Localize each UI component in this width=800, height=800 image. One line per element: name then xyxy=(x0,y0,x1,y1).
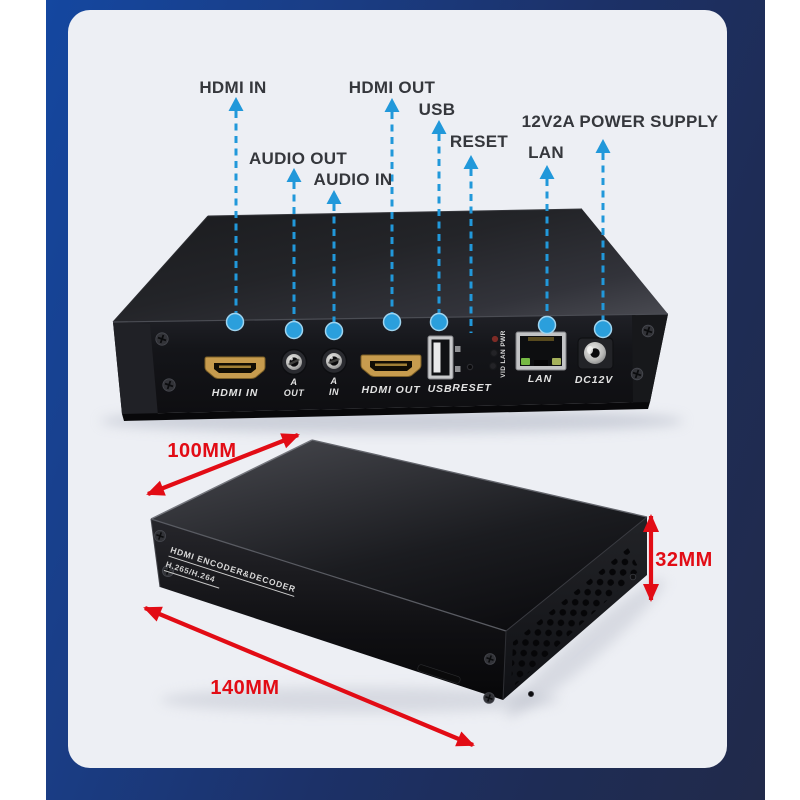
port-marker-dot xyxy=(537,315,557,335)
hdmi-in-port xyxy=(204,356,266,379)
callout-label-power: 12V2A POWER SUPPLY xyxy=(522,112,719,131)
screw-icon xyxy=(484,653,496,665)
arrow-up-icon xyxy=(431,120,447,134)
panel-label-reset: RESET xyxy=(452,382,492,394)
panel-label-a-out-top: A xyxy=(290,377,298,387)
arrow-up-icon xyxy=(384,98,400,112)
panel-label-hdmi-in: HDMI IN xyxy=(212,387,259,399)
port-marker-dot xyxy=(324,321,344,341)
panel-label-lan: LAN xyxy=(528,373,552,385)
callout-label-audio-out: AUDIO OUT xyxy=(249,149,347,168)
panel-label-a-out: OUT xyxy=(284,388,306,398)
panel-label-leds: VID LAN PWR xyxy=(500,330,507,377)
callout-label-hdmi-out: HDMI OUT xyxy=(349,78,436,97)
callout-label-hdmi-in: HDMI IN xyxy=(199,78,266,97)
dimension-label-width: 100MM xyxy=(167,440,236,462)
port-marker-dot xyxy=(284,320,304,340)
screw-hole xyxy=(528,691,535,698)
screw-icon xyxy=(641,324,655,338)
lan-port xyxy=(515,331,567,371)
screw-hole xyxy=(629,573,637,581)
dimension-arrow-width xyxy=(146,433,300,496)
edge-highlight xyxy=(502,630,507,701)
panel-label-a-in-top: A xyxy=(330,376,338,386)
dimension-arrows xyxy=(143,433,659,747)
callout-dots xyxy=(225,312,613,341)
callout-label-usb: USB xyxy=(419,100,456,119)
reset-pinhole xyxy=(466,363,474,371)
port-marker-dot xyxy=(593,319,613,339)
screw-icon xyxy=(155,332,169,346)
arrow-up-icon xyxy=(286,168,302,182)
audio-in-jack xyxy=(320,347,348,375)
panel-label-dc12v: DC12V xyxy=(575,374,613,386)
dimension-arrow-depth xyxy=(143,606,475,747)
callout-arrowheads xyxy=(228,97,611,204)
callout-label-audio-in: AUDIO IN xyxy=(314,170,393,189)
arrow-up-icon xyxy=(463,155,479,169)
dimension-label-height: 32MM xyxy=(655,549,713,571)
hdmi-out-port xyxy=(360,354,422,377)
arrow-up-icon xyxy=(326,190,342,204)
edge-highlight xyxy=(150,518,161,588)
bottom-lip xyxy=(122,402,650,421)
underline xyxy=(163,569,220,589)
port-marker-dot xyxy=(225,312,245,332)
callout-label-lan: LAN xyxy=(528,143,564,162)
panel-label-usb: USB xyxy=(428,383,453,395)
audio-out-jack xyxy=(280,348,308,376)
edge-highlight xyxy=(505,516,648,632)
port-marker-dot xyxy=(382,312,402,332)
screw-icon xyxy=(162,378,176,392)
device-shadow xyxy=(505,578,665,718)
panel-label-a-in: IN xyxy=(329,387,339,397)
status-leds xyxy=(488,334,500,371)
edge-highlight xyxy=(311,439,648,518)
device-rear-view: HDMI IN A OUT A IN HDMI OUT USB RESET VI… xyxy=(100,208,684,433)
panel-label-hdmi-out: HDMI OUT xyxy=(361,384,421,396)
underline xyxy=(168,555,295,597)
arrow-up-icon xyxy=(539,165,555,179)
screw-icon xyxy=(162,565,174,577)
port-marker-dot xyxy=(429,312,449,332)
dimension-label-depth: 140MM xyxy=(210,677,279,699)
arrow-up-icon xyxy=(595,139,611,153)
screw-icon xyxy=(483,692,495,704)
edge-highlight xyxy=(207,208,583,217)
dc-power-jack xyxy=(577,337,614,370)
arrow-up-icon xyxy=(228,97,244,111)
callout-label-reset: RESET xyxy=(450,132,508,151)
screw-icon xyxy=(630,367,644,381)
usb-port xyxy=(427,335,461,380)
callout-lines xyxy=(234,111,605,333)
screw-icon xyxy=(154,530,166,542)
edge-highlight xyxy=(112,215,209,323)
vent-holes xyxy=(511,548,640,689)
panel-left-bevel xyxy=(113,322,158,416)
panel-right-bevel xyxy=(632,314,668,404)
